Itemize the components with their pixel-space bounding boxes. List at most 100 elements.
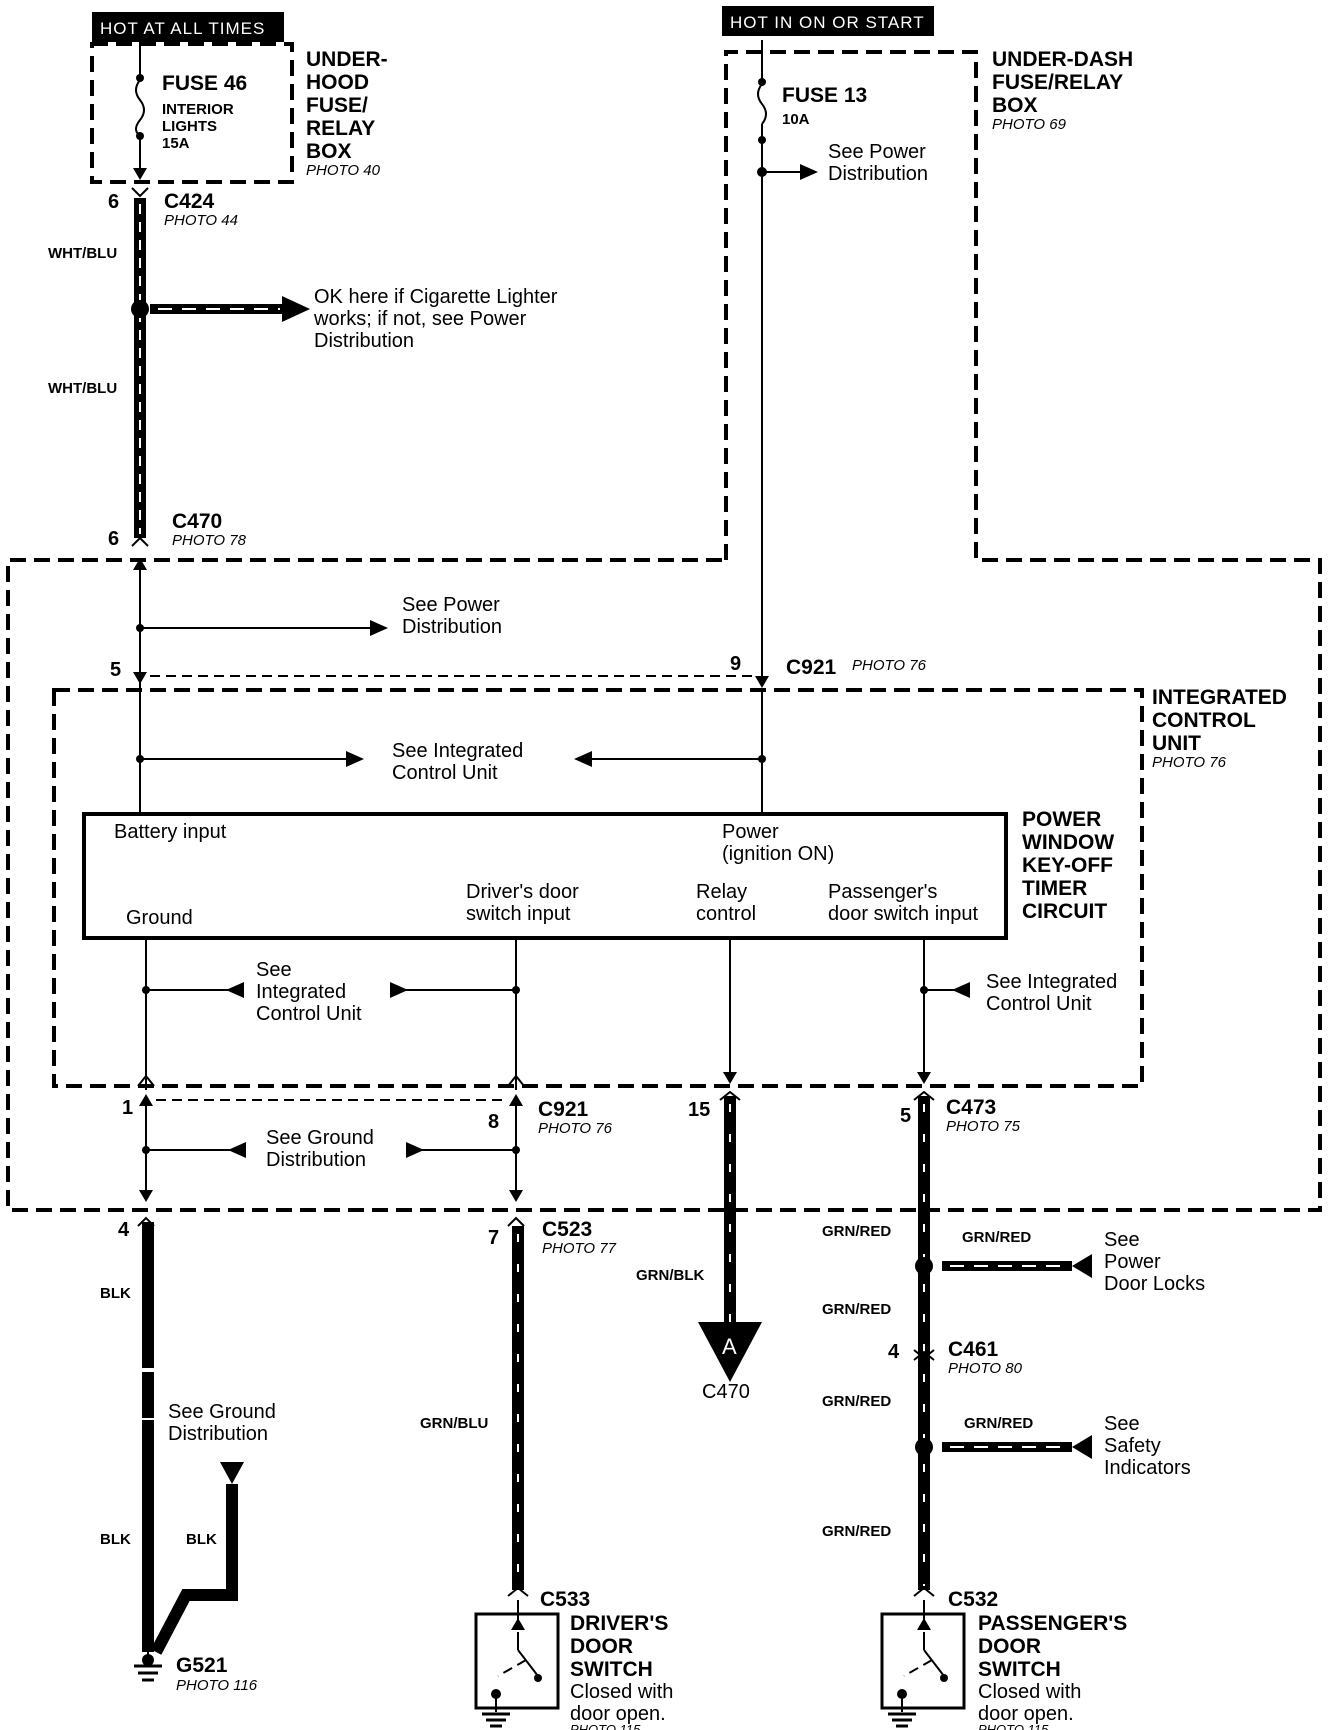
svg-text:6: 6 [108, 191, 119, 213]
c424-connector: 6 C424 PHOTO 44 [108, 187, 238, 229]
blk-ground-wire [134, 1222, 244, 1682]
svg-text:See: See [1104, 1413, 1140, 1435]
see-ground-dist2-1: See Ground [168, 1401, 276, 1423]
grn-red-label-2: GRN/RED [962, 1229, 1031, 1246]
ok-note-1: OK here if Cigarette Lighter [314, 286, 558, 308]
svg-text:switch input: switch input [466, 903, 571, 925]
svg-text:DRIVER'S: DRIVER'S [570, 1612, 668, 1635]
battery-input-wire [133, 558, 388, 690]
ok-note-3: Distribution [314, 330, 414, 352]
svg-text:PHOTO 75: PHOTO 75 [946, 1118, 1021, 1135]
svg-text:7: 7 [488, 1227, 499, 1249]
c921-bottom-connector: 1 8 C921 PHOTO 76 [122, 1097, 613, 1137]
timer-output-wires [137, 938, 970, 1090]
svg-text:FUSE/RELAY: FUSE/RELAY [992, 71, 1123, 94]
svg-text:4: 4 [118, 1219, 130, 1241]
svg-text:PHOTO 115: PHOTO 115 [978, 1722, 1049, 1730]
svg-text:9: 9 [730, 653, 741, 675]
svg-text:PHOTO 69: PHOTO 69 [992, 116, 1067, 133]
svg-text:6: 6 [108, 528, 119, 550]
ok-note-2: works; if not, see Power [313, 308, 527, 330]
svg-text:HOOD: HOOD [306, 71, 369, 94]
see-icu-left-3: Control Unit [256, 1003, 362, 1025]
svg-text:See: See [1104, 1229, 1140, 1251]
svg-text:Indicators: Indicators [1104, 1457, 1191, 1479]
passengers-door-switch-label: PASSENGER'S DOOR SWITCH Closed with door… [978, 1612, 1127, 1730]
timer-circuit-labels: Battery input Power (ignition ON) Ground… [114, 821, 979, 929]
svg-text:Power: Power [1104, 1251, 1161, 1273]
connector-a-triangle [698, 1322, 762, 1382]
svg-text:5: 5 [900, 1105, 911, 1127]
svg-text:CONTROL: CONTROL [1152, 709, 1256, 732]
svg-text:BOX: BOX [992, 94, 1038, 117]
grn-blk-label: GRN/BLK [636, 1267, 704, 1284]
icu-see-2: Control Unit [392, 762, 498, 784]
svg-text:Ground: Ground [126, 907, 193, 929]
fuse-46-amp: 15A [162, 135, 190, 152]
svg-text:DOOR: DOOR [570, 1635, 633, 1658]
svg-text:PHOTO 76: PHOTO 76 [852, 657, 927, 674]
svg-text:8: 8 [488, 1111, 499, 1133]
c523-connector: 4 7 C523 PHOTO 77 [118, 1216, 617, 1257]
cigarette-lighter-branch [150, 296, 310, 322]
svg-text:4: 4 [888, 1341, 900, 1363]
timer-circuit-box [82, 812, 1008, 940]
c473-connector: 15 5 C473 PHOTO 75 [688, 1096, 1021, 1135]
fuse-13-label: FUSE 13 [782, 84, 867, 107]
icu-inputs-wires [136, 690, 766, 814]
svg-text:Power: Power [722, 821, 779, 843]
svg-text:BOX: BOX [306, 140, 352, 163]
icu-title: INTEGRATED CONTROL UNIT PHOTO 76 [1152, 686, 1287, 771]
svg-text:PHOTO 80: PHOTO 80 [948, 1360, 1023, 1377]
blk-label-1: BLK [100, 1285, 131, 1302]
see-power-door-locks: See Power Door Locks [1104, 1229, 1205, 1295]
wht-blu-wire [131, 198, 149, 538]
c921-top-connector: 5 9 C921 PHOTO 76 [110, 653, 927, 681]
c461-connector: 4 C461 PHOTO 80 [888, 1338, 1023, 1377]
hot-at-all-times-tag: HOT AT ALL TIMES [92, 12, 284, 42]
svg-text:PASSENGER'S: PASSENGER'S [978, 1612, 1127, 1635]
svg-text:PHOTO 115: PHOTO 115 [570, 1722, 641, 1730]
svg-text:Battery input: Battery input [114, 821, 227, 843]
safety-indicators-branch [942, 1435, 1092, 1459]
svg-text:PHOTO 78: PHOTO 78 [172, 532, 247, 549]
grn-red-wire [913, 1090, 935, 1590]
svg-text:PHOTO 76: PHOTO 76 [538, 1120, 613, 1137]
see-icu-right-2: Control Unit [986, 993, 1092, 1015]
c532-connector: C532 [913, 1586, 998, 1611]
svg-text:KEY-OFF: KEY-OFF [1022, 854, 1113, 877]
underhood-box-title: UNDER- HOOD FUSE/ RELAY BOX PHOTO 40 [306, 48, 388, 179]
svg-text:SWITCH: SWITCH [570, 1658, 653, 1681]
svg-text:C921: C921 [538, 1098, 589, 1121]
fuse-46-desc1: INTERIOR [162, 101, 234, 118]
see-power-dist-1: See Power [402, 594, 500, 616]
svg-text:SWITCH: SWITCH [978, 1658, 1061, 1681]
svg-text:C470: C470 [172, 510, 222, 533]
grn-red-label-3: GRN/RED [822, 1301, 891, 1318]
svg-text:Safety: Safety [1104, 1435, 1161, 1457]
svg-text:Closed with: Closed with [570, 1681, 673, 1703]
svg-text:TIMER: TIMER [1022, 877, 1087, 900]
see-power-dist-2: Distribution [402, 616, 502, 638]
see-icu-left-1: See [256, 959, 292, 981]
svg-text:door open.: door open. [570, 1703, 666, 1725]
fuse-13-amp: 10A [782, 111, 810, 128]
svg-text:1: 1 [122, 1097, 133, 1119]
svg-text:HOT AT ALL TIMES: HOT AT ALL TIMES [100, 19, 265, 38]
wht-blu-label-2: WHT/BLU [48, 380, 117, 397]
grn-blk-wire [698, 1090, 762, 1382]
svg-text:WINDOW: WINDOW [1022, 831, 1114, 854]
grn-red-label-1: GRN/RED [822, 1223, 891, 1240]
c533-connector: C533 [507, 1586, 590, 1611]
passengers-door-switch-icon [880, 1600, 966, 1728]
fuse-46 [133, 42, 147, 180]
svg-text:G521: G521 [176, 1654, 228, 1677]
see-safety-indicators: See Safety Indicators [1104, 1413, 1191, 1479]
svg-text:Relay: Relay [696, 881, 747, 903]
svg-text:control: control [696, 903, 756, 925]
grn-red-label-5: GRN/RED [964, 1415, 1033, 1432]
drivers-door-switch-icon [474, 1600, 560, 1728]
underdash-box-title: UNDER-DASH FUSE/RELAY BOX PHOTO 69 [992, 48, 1133, 133]
wht-blu-label-1: WHT/BLU [48, 245, 117, 262]
